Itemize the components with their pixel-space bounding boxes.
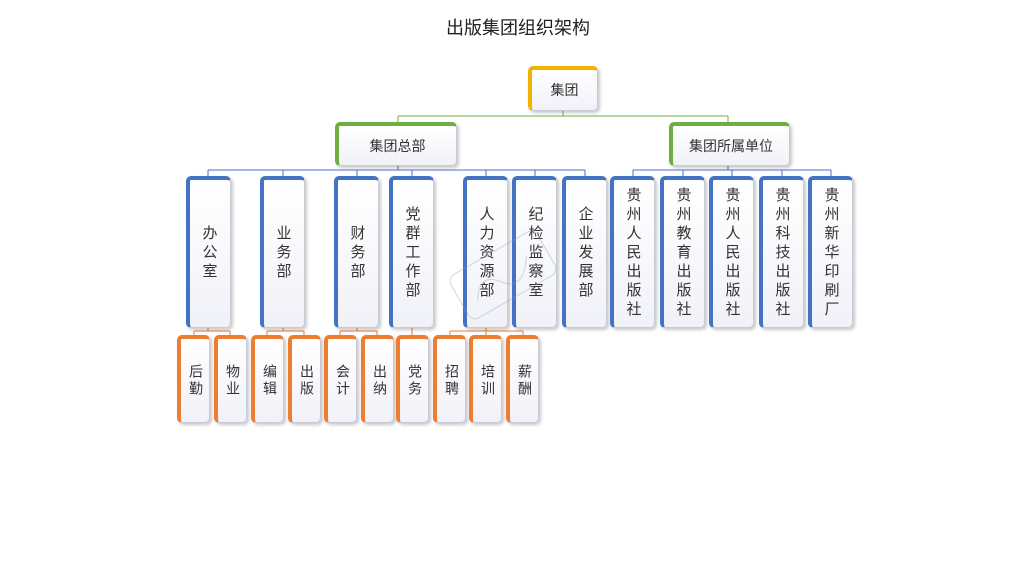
affiliate-unit-label: 贵州科技出版社 — [773, 187, 792, 320]
subunit-label: 党务 — [406, 363, 422, 398]
department-label: 人力资源部 — [477, 206, 496, 301]
hq-node[interactable]: 集团总部 — [335, 122, 457, 166]
department-node[interactable]: 业务部 — [260, 176, 305, 328]
affiliate-unit-label: 贵州新华印刷厂 — [822, 187, 841, 320]
department-node[interactable]: 企业发展部 — [562, 176, 607, 328]
department-label: 企业发展部 — [576, 206, 595, 301]
hq-label: 集团总部 — [369, 138, 426, 155]
root-label: 集团 — [550, 83, 579, 99]
department-label: 业务部 — [274, 225, 293, 282]
subunit-node[interactable]: 会计 — [324, 335, 357, 423]
department-label: 党群工作部 — [403, 206, 422, 301]
subunit-node[interactable]: 培训 — [469, 335, 502, 423]
affiliate-connectors — [632, 166, 832, 176]
affiliate-unit-label: 贵州教育出版社 — [674, 187, 693, 320]
department-node[interactable]: 办公室 — [186, 176, 231, 328]
department-node[interactable]: 党群工作部 — [389, 176, 434, 328]
root-connectors — [397, 111, 729, 122]
subunit-label: 后勤 — [187, 363, 203, 398]
subunit-label: 会计 — [334, 363, 350, 398]
department-node[interactable]: 财务部 — [334, 176, 379, 328]
subunit-label: 薪酬 — [516, 363, 532, 398]
affiliate-unit-node[interactable]: 贵州人民出版社 — [610, 176, 655, 328]
affiliate-unit-label: 贵州人民出版社 — [723, 187, 742, 320]
subunit-node[interactable]: 党务 — [396, 335, 429, 423]
affiliates-label: 集团所属单位 — [689, 138, 773, 155]
subunit-node[interactable]: 后勤 — [177, 335, 210, 423]
subunit-node[interactable]: 薪酬 — [506, 335, 539, 423]
department-node[interactable]: 人力资源部 — [463, 176, 508, 328]
affiliate-unit-node[interactable]: 贵州新华印刷厂 — [808, 176, 853, 328]
subunit-label: 培训 — [479, 363, 495, 398]
affiliate-unit-node[interactable]: 贵州教育出版社 — [660, 176, 705, 328]
page-title: 出版集团组织架构 — [446, 18, 590, 39]
dept-connectors — [193, 328, 524, 335]
department-node[interactable]: 纪检监察室 — [512, 176, 557, 328]
subunit-node[interactable]: 出版 — [288, 335, 321, 423]
subunit-node[interactable]: 物业 — [214, 335, 247, 423]
affiliate-unit-node[interactable]: 贵州科技出版社 — [759, 176, 804, 328]
subunit-label: 物业 — [224, 363, 240, 398]
affiliate-unit-node[interactable]: 贵州人民出版社 — [709, 176, 754, 328]
department-label: 纪检监察室 — [526, 206, 545, 301]
subunit-label: 出版 — [298, 363, 314, 398]
department-label: 办公室 — [200, 225, 219, 282]
root-node[interactable]: 集团 — [528, 66, 598, 111]
subunit-node[interactable]: 编辑 — [251, 335, 284, 423]
affiliate-unit-label: 贵州人民出版社 — [624, 187, 643, 320]
subunit-label: 编辑 — [261, 363, 277, 398]
subunit-label: 招聘 — [443, 363, 459, 398]
hq-connectors — [207, 166, 586, 176]
subunit-node[interactable]: 招聘 — [433, 335, 466, 423]
affiliates-node[interactable]: 集团所属单位 — [669, 122, 790, 166]
department-label: 财务部 — [348, 225, 367, 282]
subunit-node[interactable]: 出纳 — [361, 335, 394, 423]
subunit-label: 出纳 — [371, 363, 387, 398]
